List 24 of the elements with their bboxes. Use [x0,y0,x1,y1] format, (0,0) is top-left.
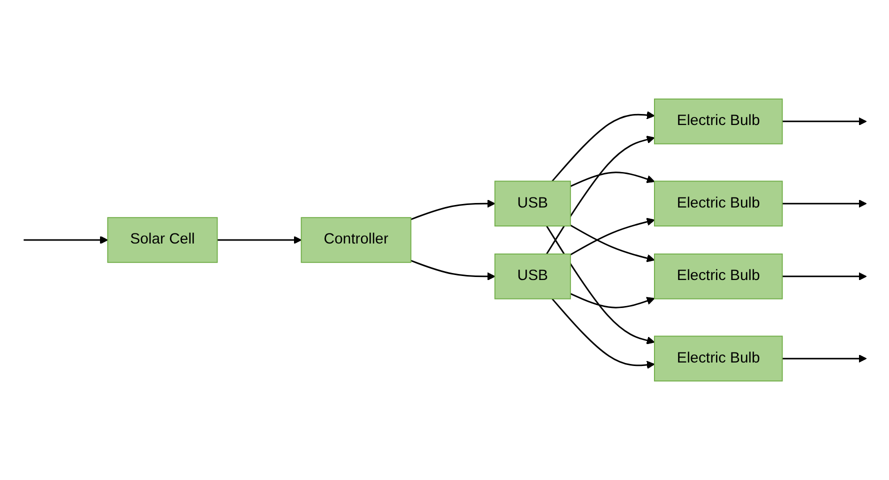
arrow [782,199,866,208]
arrow [570,172,654,188]
node-box: Electric Bulb [654,254,782,300]
arrow [546,226,654,344]
node-box: Solar Cell [106,217,218,263]
arrow [782,354,866,363]
node-box: Electric Bulb [654,98,782,144]
node-box: USB [494,180,570,226]
arrow [782,117,866,126]
arrow [570,224,654,262]
arrow [410,199,495,220]
arrow [570,218,654,256]
node-box: Electric Bulb [654,180,782,226]
arrow [546,136,654,254]
arrow [410,260,495,281]
node-box: USB [494,254,570,300]
arrow [551,111,654,182]
node-box: Controller [300,217,411,263]
arrow [551,298,654,369]
arrow [570,292,654,308]
arrow [23,236,108,244]
arrow [216,236,302,244]
node-box: Electric Bulb [654,336,782,382]
arrow [782,272,866,281]
